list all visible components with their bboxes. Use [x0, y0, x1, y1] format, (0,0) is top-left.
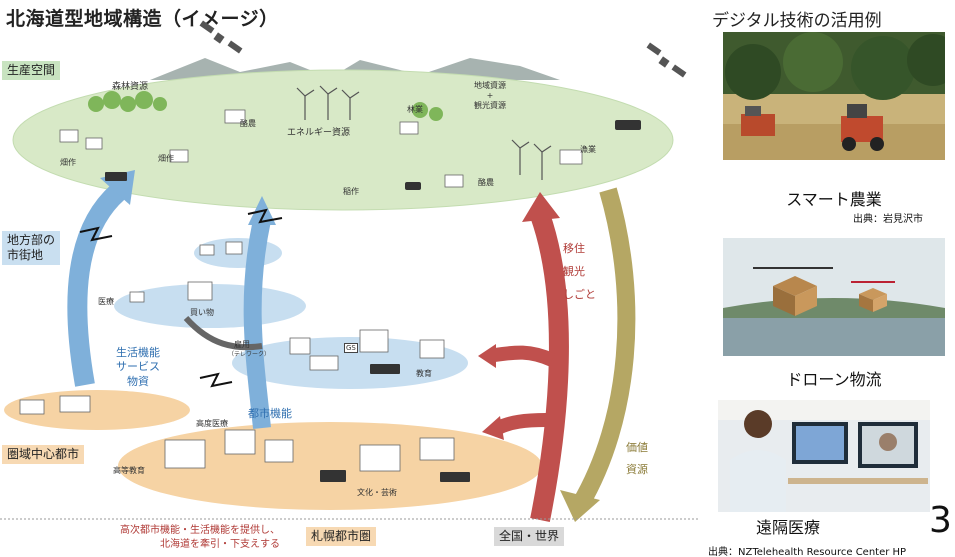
- label-regional-plus: +: [486, 91, 494, 100]
- label-higher-education: 高等教育: [113, 466, 145, 475]
- red-arrow-up: [530, 211, 569, 522]
- city-ellipse-left: [4, 390, 190, 430]
- label-medical: 医療: [98, 297, 114, 306]
- label-rice: 稲作: [343, 187, 359, 196]
- flow-life-functions-1: 生活機能: [116, 346, 160, 359]
- red-arrow-city: [494, 413, 547, 435]
- flow-urban-functions: 都市機能: [248, 407, 292, 420]
- flow-value-1: 価値: [626, 441, 648, 454]
- flow-value-2: 資源: [626, 463, 648, 476]
- examples-title: デジタル技術の活用例: [712, 11, 882, 31]
- local-city-tag: 地方部の 市街地: [2, 231, 60, 265]
- olive-arrow: [572, 187, 636, 510]
- local-city-tag-line1: 地方部の: [7, 233, 56, 247]
- telemedicine-caption: 遠隔医療: [755, 518, 820, 537]
- label-telework: （テレワーク）: [228, 351, 271, 358]
- label-education: 教育: [416, 369, 432, 378]
- break-mark-city: [199, 372, 233, 388]
- sapporo-description-2: 北海道を牽引・下支えする: [160, 539, 280, 550]
- sapporo-description-1: 高次都市機能・生活機能を提供し、: [120, 525, 280, 536]
- label-shopping: 買い物: [190, 308, 214, 317]
- label-regional-line2: 観光資源: [474, 101, 506, 110]
- wind-turbines: [296, 85, 552, 180]
- olive-arrow-head: [560, 490, 600, 522]
- flow-value: 価値 資源: [626, 437, 648, 481]
- flow-migration: 移住 観光 しごと: [563, 237, 596, 306]
- smart-agriculture-photo: [723, 32, 945, 160]
- page-number: 3: [929, 500, 952, 541]
- local-city-tag-line2: 市街地: [7, 248, 44, 262]
- label-forest: 森林資源: [112, 82, 149, 92]
- label-fishery: 漁業: [580, 145, 596, 154]
- drone-logistics-caption: ドローン物流: [786, 370, 882, 389]
- sapporo-tag: 札幌都市圏: [306, 527, 377, 546]
- flow-migration-3: しごと: [563, 288, 596, 302]
- satellite-icons: [199, 20, 687, 78]
- telemedicine-photo: [718, 400, 930, 512]
- production-area-tag: 生産空間: [2, 61, 61, 80]
- red-arrow-town: [493, 345, 555, 367]
- break-mark-left: [79, 226, 113, 242]
- drone-logistics-photo: [723, 238, 945, 356]
- label-field-2: 畑作: [158, 154, 174, 163]
- blue-arrow-left: [67, 184, 125, 387]
- label-advanced-medical: 高度医療: [196, 419, 228, 428]
- label-dairy-2: 酪農: [478, 178, 494, 187]
- label-energy: エネルギー資源: [287, 128, 351, 138]
- regional-center-tag: 圏域中心都市: [2, 445, 85, 464]
- flow-life-functions-2: サービス: [116, 360, 160, 374]
- smart-agriculture-source: 出典：岩見沢市: [853, 214, 923, 225]
- label-dairy-1: 酪農: [240, 119, 256, 128]
- flow-life-functions-3: 物資: [127, 374, 149, 388]
- flow-life-functions: 生活機能 サービス 物資: [116, 346, 160, 389]
- production-area-ellipse: [12, 69, 674, 211]
- page-title: 北海道型地域構造（イメージ）: [6, 8, 279, 30]
- telemedicine-source: 出典：NZTelehealth Resource Center HP: [708, 547, 907, 557]
- red-arrow-town-head: [478, 344, 496, 368]
- forest-trees: [88, 91, 443, 121]
- flow-migration-1: 移住: [563, 242, 585, 255]
- label-regional-resources: 地域資源 + 観光資源: [474, 80, 506, 111]
- national-tag: 全国・世界: [494, 527, 565, 546]
- flow-migration-2: 観光: [563, 265, 585, 279]
- vehicles: [105, 120, 641, 482]
- label-regional-line1: 地域資源: [474, 81, 506, 90]
- gs-sign: GS: [344, 343, 358, 353]
- smart-agriculture-caption: スマート農業: [786, 190, 882, 209]
- gray-connector: [183, 315, 263, 351]
- label-culture-arts: 文化・芸術: [357, 488, 397, 497]
- houses: [19, 109, 583, 472]
- blue-arrow-center: [243, 218, 271, 429]
- red-arrow-up-head: [522, 192, 560, 222]
- label-employment: 雇用: [234, 340, 250, 349]
- break-mark-center: [247, 208, 283, 224]
- sapporo-description: 高次都市機能・生活機能を提供し、 北海道を牽引・下支えする: [120, 524, 280, 552]
- label-forestry: 林業: [407, 105, 423, 114]
- regional-structure-diagram: [0, 20, 700, 522]
- label-field-1: 畑作: [60, 158, 76, 167]
- red-arrow-city-head: [482, 416, 504, 440]
